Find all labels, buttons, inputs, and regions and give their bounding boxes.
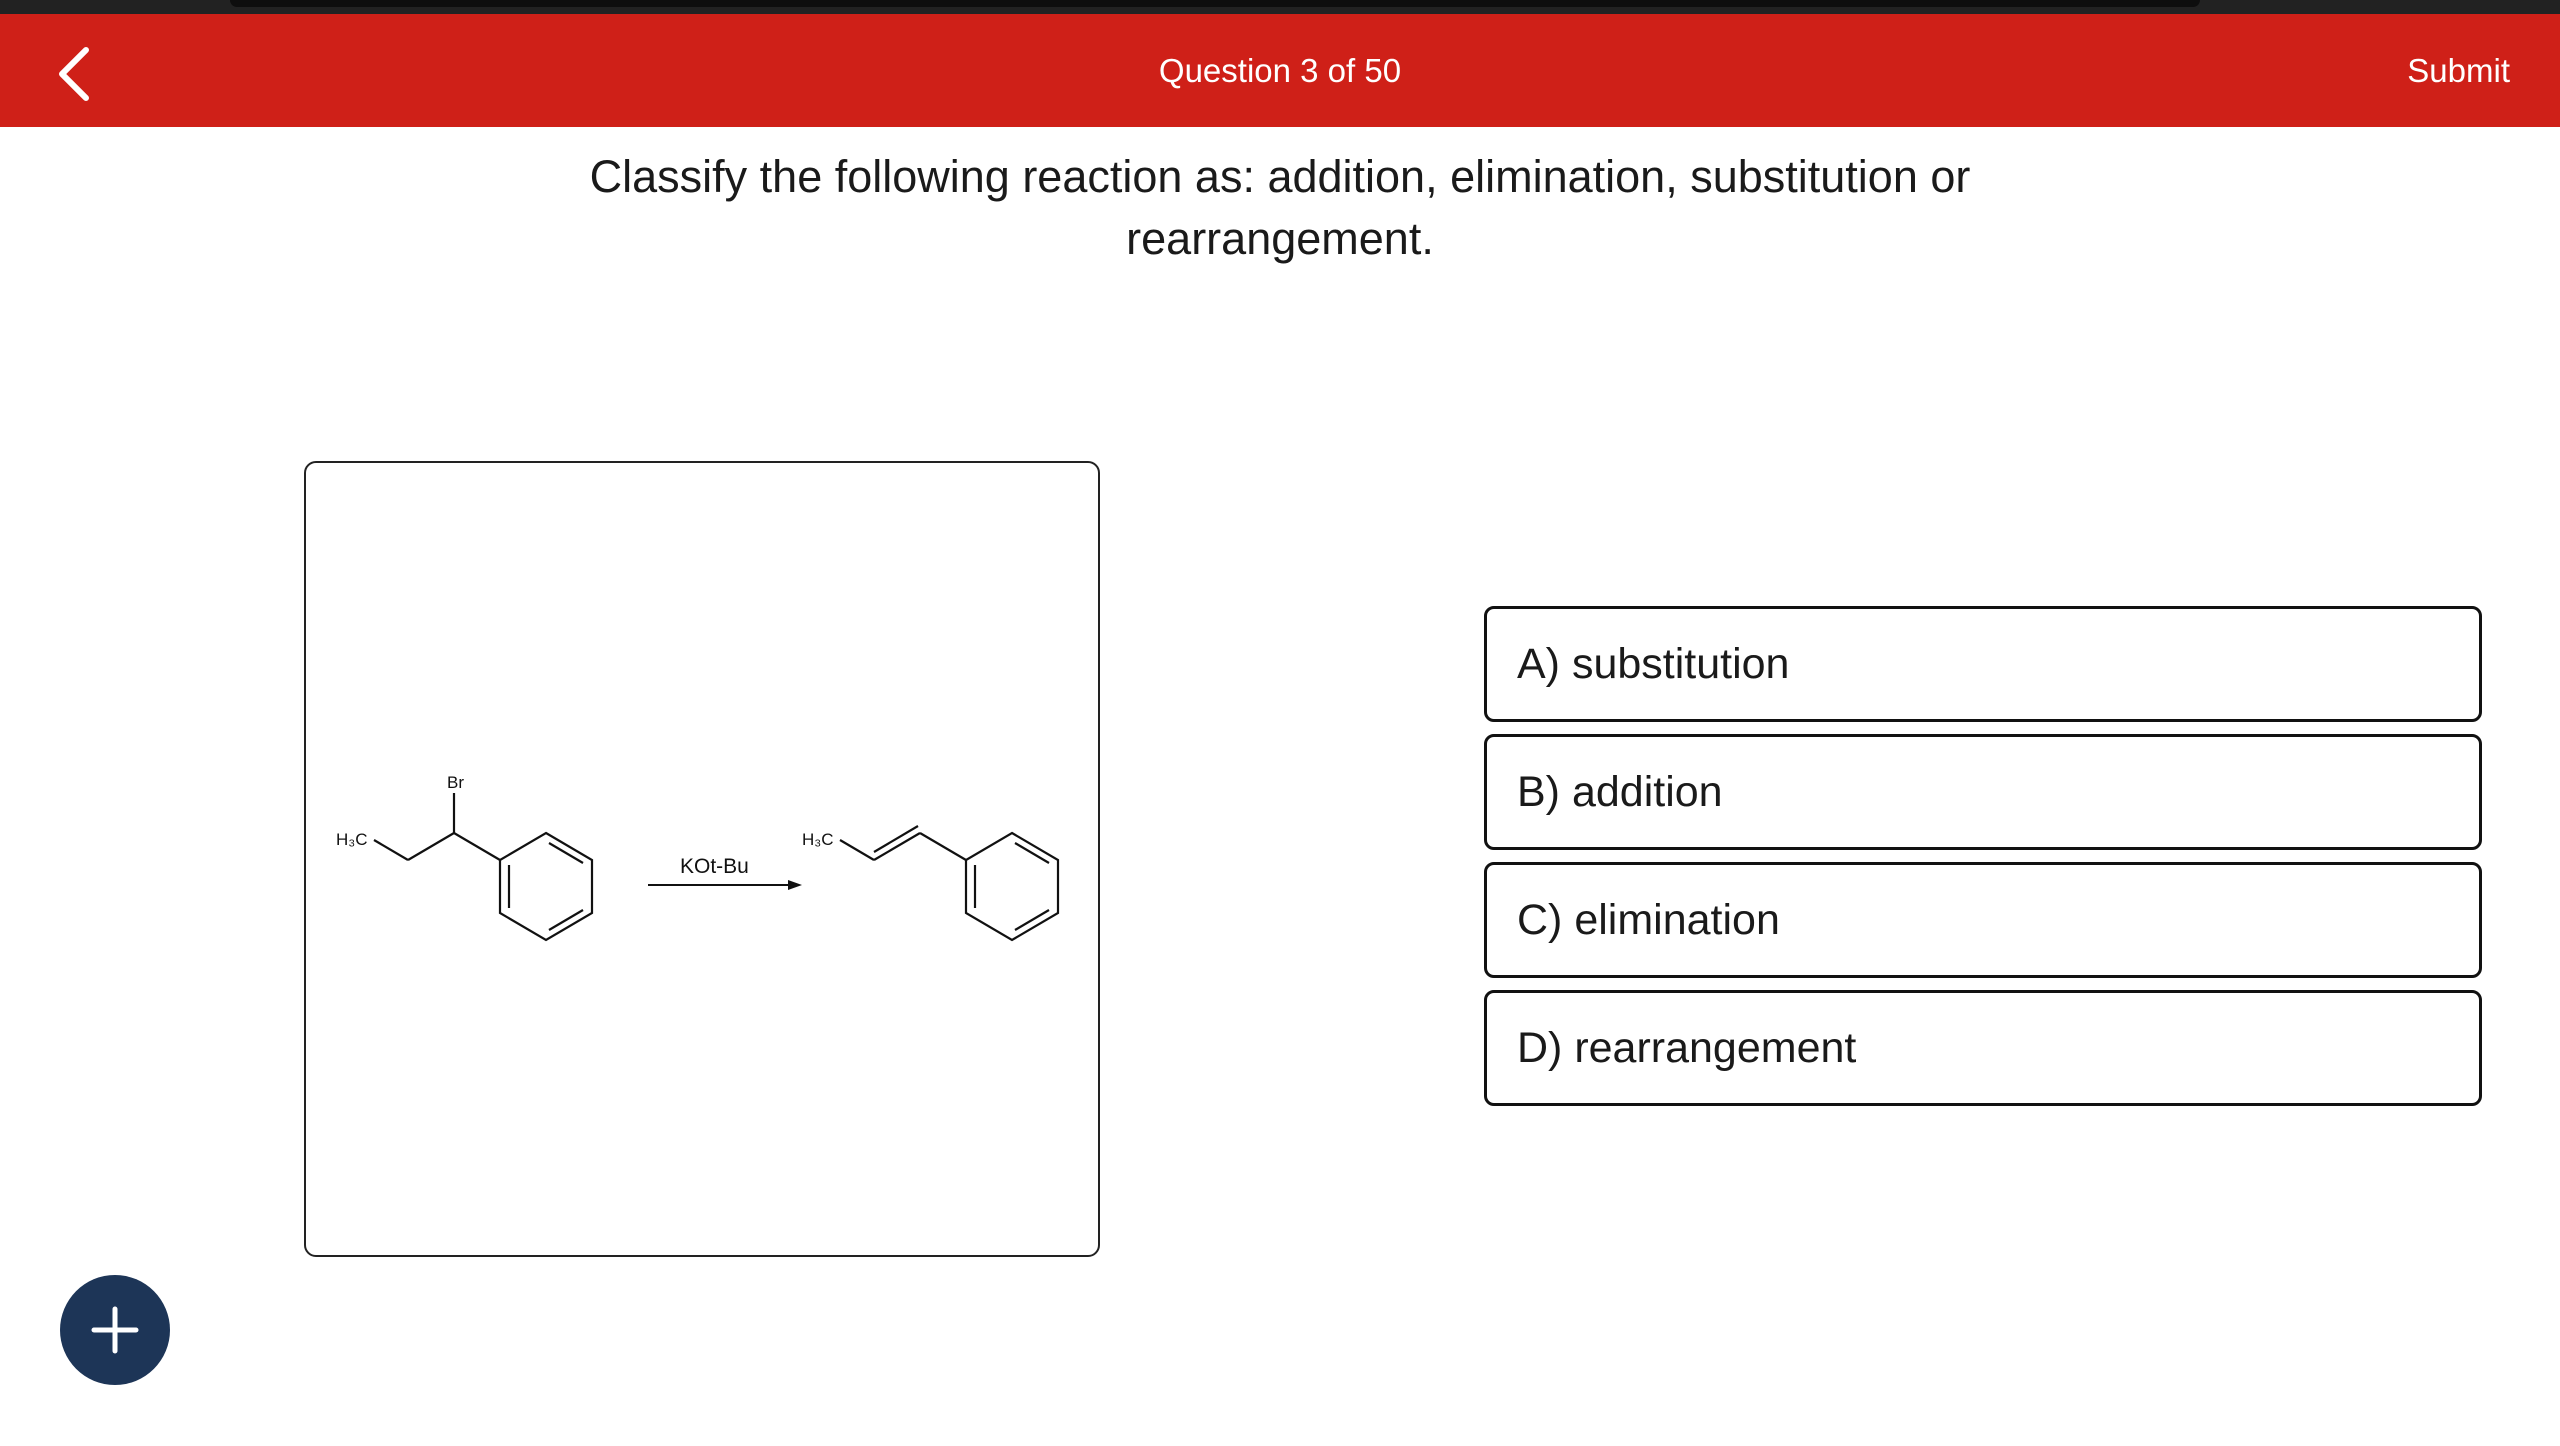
reaction-diagram: H₃C Br KOt-Bu H₃C [336,773,1060,942]
reaction-figure: H₃C Br KOt-Bu H₃C [304,461,1100,1257]
question-text: Classify the following reaction as: addi… [589,151,1971,264]
reaction-arrow [648,880,802,890]
reactant-methyl-label: H₃C [336,830,367,849]
answer-options: A) substitution B) addition C) eliminati… [1484,606,2482,1118]
plus-icon [91,1306,139,1354]
add-button[interactable] [60,1275,170,1385]
top-strip [0,0,2560,14]
reactant-benzene-ring [498,831,594,942]
product-methyl-label: H₃C [802,830,833,849]
top-strip-notch [230,0,2200,7]
option-b[interactable]: B) addition [1484,734,2482,850]
reagent-label: KOt-Bu [680,855,749,878]
option-d[interactable]: D) rearrangement [1484,990,2482,1106]
option-c[interactable]: C) elimination [1484,862,2482,978]
reactant-bromine-label: Br [447,773,464,792]
reactant-structure [373,793,501,861]
header-bar: Question 3 of 50 Submit [0,14,2560,127]
question-counter: Question 3 of 50 [1158,52,1402,89]
option-a[interactable]: A) substitution [1484,606,2482,722]
product-structure [839,825,967,861]
back-button[interactable] [50,44,100,104]
chevron-left-icon [59,47,89,101]
submit-button[interactable]: Submit [2407,52,2510,89]
product-benzene-ring [964,831,1060,942]
